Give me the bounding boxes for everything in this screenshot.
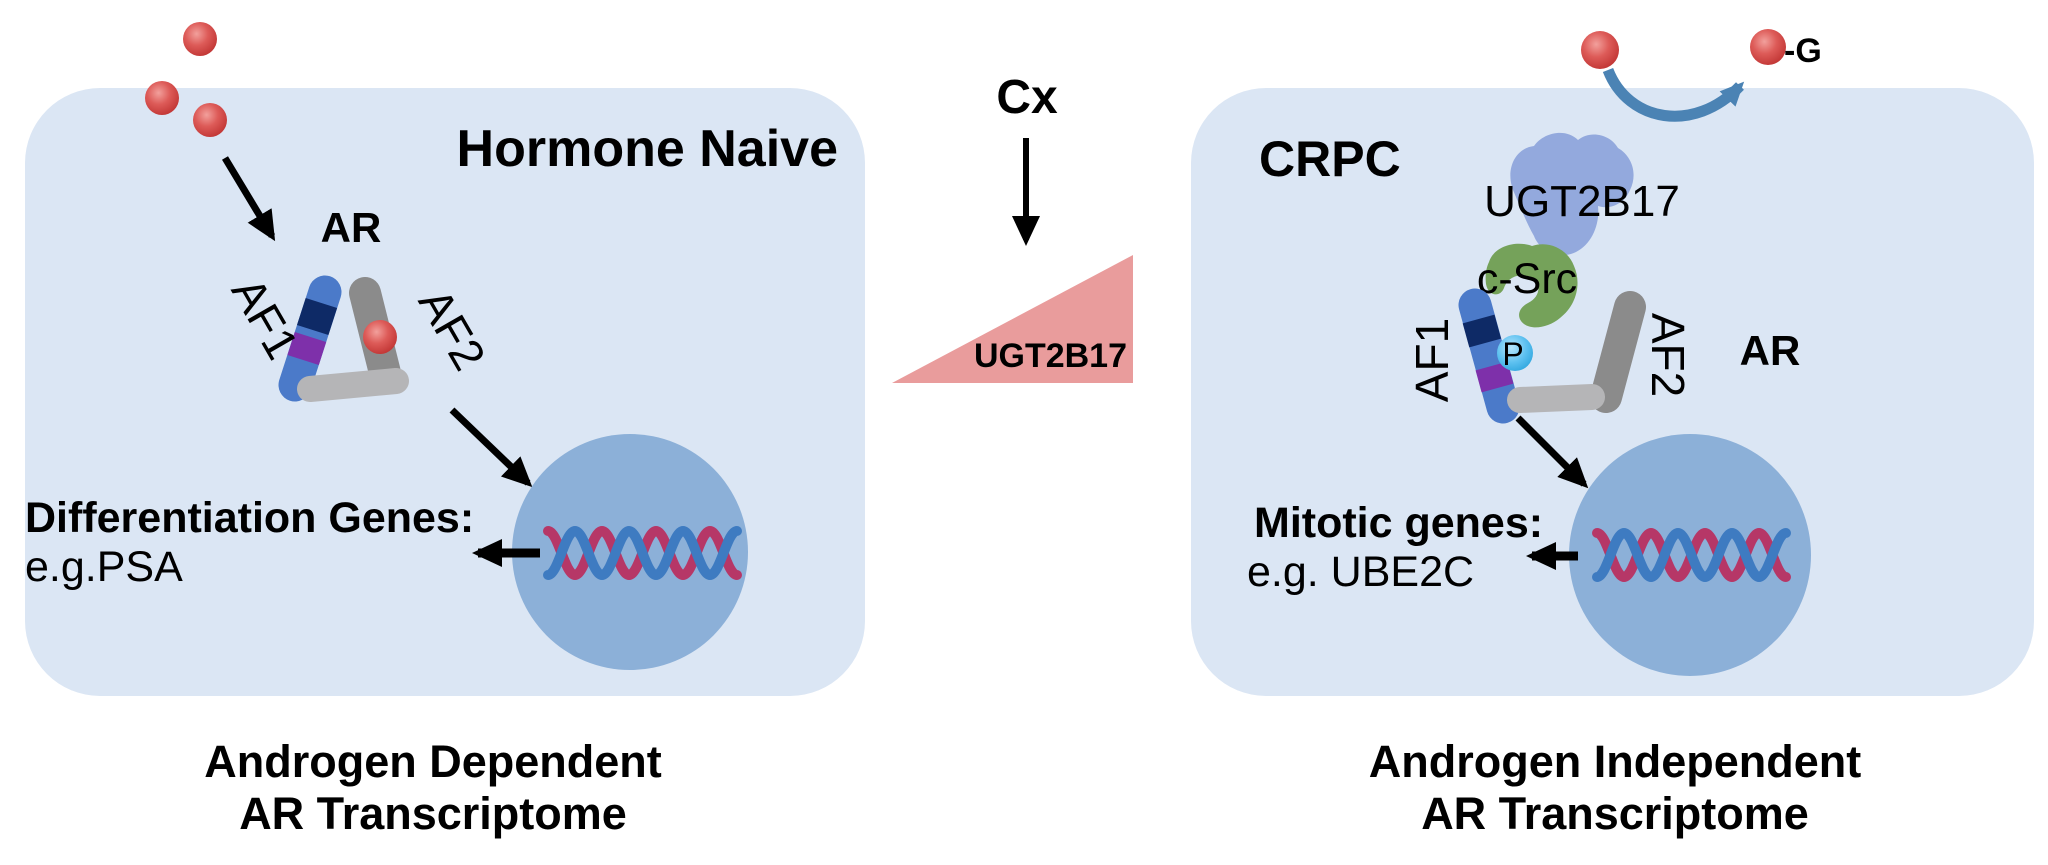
af2-domain-rod	[1590, 291, 1646, 413]
dbd-bar	[297, 368, 409, 402]
c-src-kinase-blob	[1485, 243, 1578, 328]
right-caption-line1: Androgen Independent	[1369, 736, 1861, 787]
af1-label-right: AF1	[1406, 318, 1458, 402]
ugt2b17-enzyme-blob	[1510, 132, 1634, 256]
castration-treatment-label: Cx	[996, 71, 1058, 124]
ar-to-nucleus-arrow-right	[1515, 415, 1589, 489]
glucuronide-tag-label: -G	[1784, 32, 1822, 70]
right-caption-line2: AR Transcriptome	[1421, 788, 1809, 839]
ar-to-nucleus-arrow	[449, 407, 533, 488]
bound-androgen-icon	[363, 320, 397, 354]
hormone-naive-cell	[25, 88, 865, 696]
psa-example-label: e.g.PSA	[25, 543, 183, 591]
ar-label-right: AR	[1740, 327, 1801, 374]
left-panel-title: Hormone Naive	[457, 120, 838, 178]
ugt2b17-enzyme-label: UGT2B17	[1484, 177, 1680, 226]
glucuronidated-androgen-icon	[1750, 29, 1786, 65]
ar-receptor-left	[278, 275, 409, 402]
ugt2b17-triangle-label: UGT2B17	[974, 337, 1127, 375]
differentiation-genes-label: Differentiation Genes:	[25, 494, 474, 542]
ugt2b17-increase-triangle	[892, 255, 1133, 383]
androgen-icon	[145, 81, 179, 115]
dbd-bar	[1507, 384, 1605, 413]
af1-hinge-band	[1475, 361, 1514, 393]
androgen-icon	[183, 22, 217, 56]
c-src-label: c-Src	[1477, 255, 1577, 303]
right-panel-title: CRPC	[1259, 131, 1401, 187]
af1-nls-band	[296, 297, 338, 336]
left-caption-line2: AR Transcriptome	[239, 788, 627, 839]
androgen-molecules-icon	[145, 22, 227, 137]
ar-receptor-right: P	[1458, 288, 1646, 424]
ar-label: AR	[321, 204, 382, 251]
af1-hinge-band	[287, 331, 327, 366]
phosphorylation-icon	[1497, 335, 1533, 371]
phospho-label: P	[1502, 336, 1523, 372]
androgen-icon	[193, 103, 227, 137]
af1-nls-band	[1462, 314, 1502, 348]
left-caption-line1: Androgen Dependent	[204, 736, 662, 787]
androgen-icon	[1581, 31, 1619, 69]
glucuronidation-arrow	[1602, 67, 1745, 122]
nucleus-left	[512, 434, 748, 670]
af2-label-right: AF2	[1642, 313, 1694, 397]
androgen-binding-arrow	[222, 156, 276, 242]
mitotic-genes-label: Mitotic genes:	[1254, 499, 1543, 547]
ube2c-example-label: e.g. UBE2C	[1247, 548, 1474, 596]
